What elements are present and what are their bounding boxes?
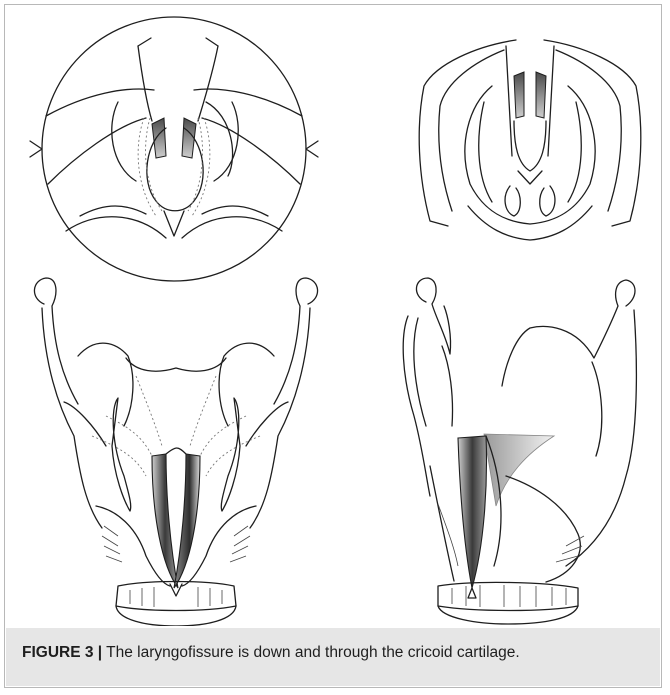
- figure-illustration: [6, 6, 661, 626]
- caption-text: The laryngofissure is down and through t…: [102, 644, 520, 661]
- panel-bottom-left: [34, 278, 317, 626]
- panel-bottom-right: [403, 278, 636, 624]
- figure-caption: FIGURE 3 | The laryngofissure is down an…: [22, 643, 642, 663]
- panel-top-right: [419, 40, 641, 240]
- panel-top-left: [30, 17, 318, 281]
- caption-label: FIGURE 3 |: [22, 644, 102, 661]
